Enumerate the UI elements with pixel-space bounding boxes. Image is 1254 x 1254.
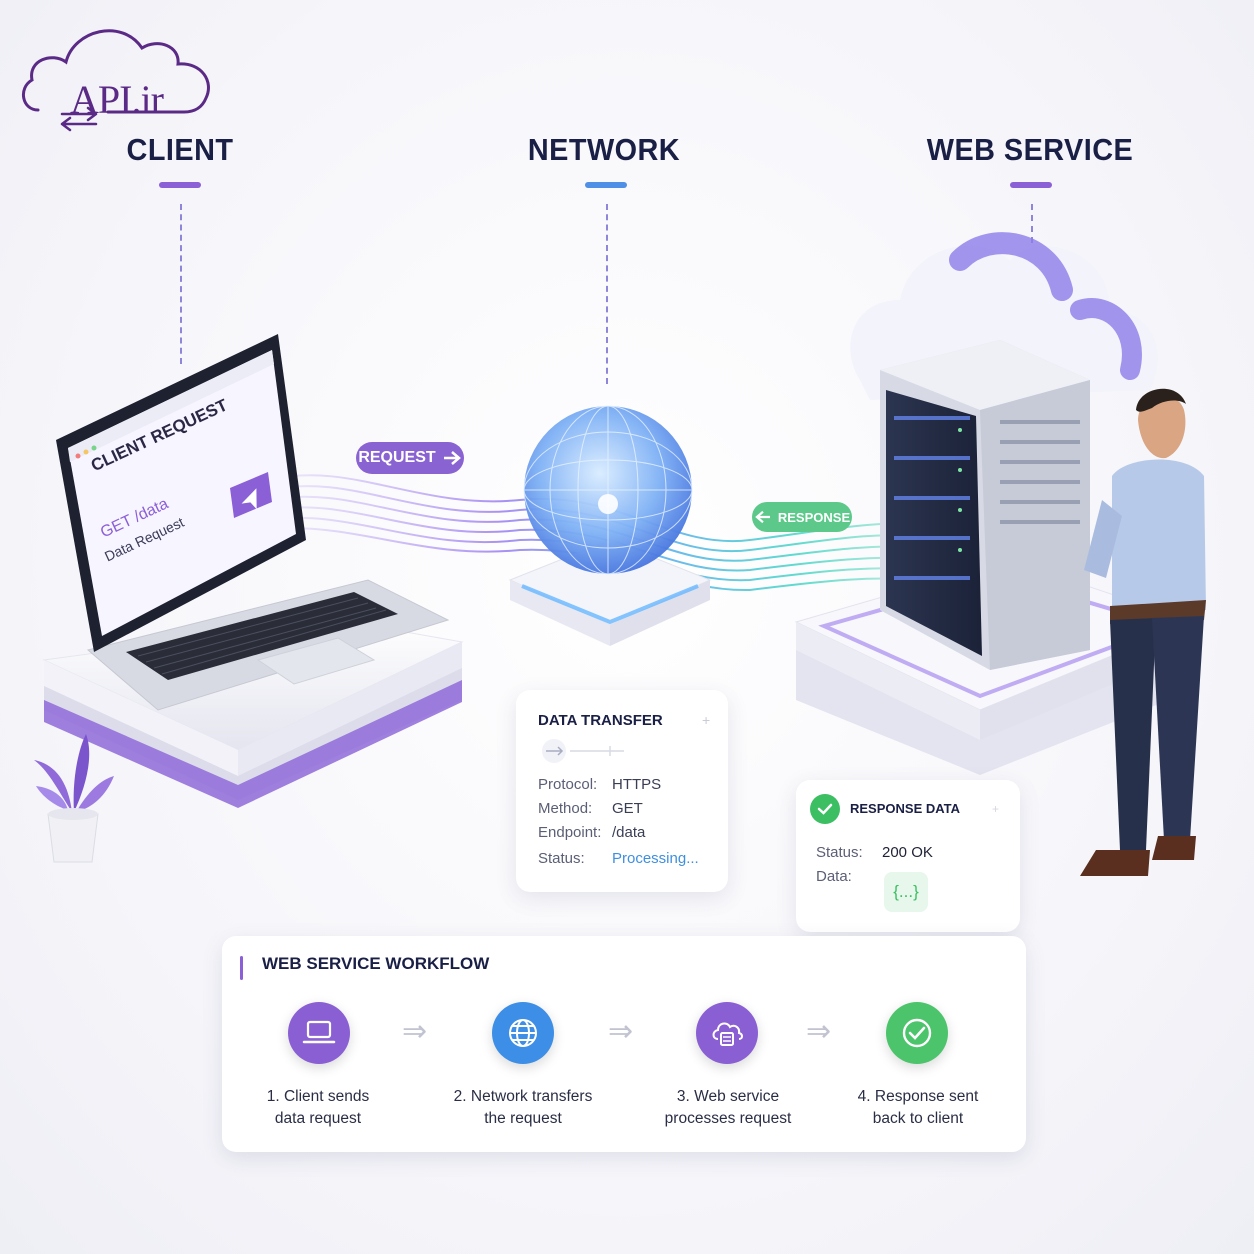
network-globe-illustration <box>508 405 712 646</box>
cloud-exchange-icon <box>22 29 210 132</box>
logo-text: API.ir <box>70 77 164 122</box>
web-service-connector-line <box>1031 204 1033 254</box>
step-3-label: 3. Web service processes request <box>664 1088 792 1127</box>
response-label-text: RESPONSE <box>777 509 851 525</box>
response-data-card: RESPONSE DATA + Status: 200 OK Data: {..… <box>796 780 1020 932</box>
step-arrow-3-icon: ⇒ <box>806 1015 832 1048</box>
network-title-underline <box>585 182 627 188</box>
step-4-label: 4. Response sent back to client <box>857 1088 979 1127</box>
step-arrow-1-icon: ⇒ <box>402 1015 428 1048</box>
step-1-label: 1. Client sends data request <box>266 1088 370 1127</box>
workflow-card: WEB SERVICE WORKFLOW 1. Client sends dat… <box>222 936 1026 1152</box>
api-logo: API.ir <box>18 18 214 136</box>
workflow-title-accent <box>240 956 243 980</box>
response-status-value: 200 OK <box>882 844 933 861</box>
method-value: GET <box>612 800 643 817</box>
response-data-title: RESPONSE DATA <box>850 801 961 816</box>
request-label-text: REQUEST <box>358 449 436 466</box>
check-circle-icon <box>810 794 840 824</box>
arrow-right-icon <box>443 451 461 465</box>
workflow-title: WEB SERVICE WORKFLOW <box>262 954 490 973</box>
protocol-key: Protocol: <box>538 776 598 793</box>
endpoint-value: /data <box>612 824 646 841</box>
status-value: Processing... <box>612 850 699 867</box>
endpoint-key: Endpoint: <box>538 824 602 841</box>
step-2-globe-icon <box>492 1002 554 1064</box>
response-status-key: Status: <box>816 844 863 861</box>
plant-decoration <box>34 734 114 863</box>
network-title: NETWORK <box>527 132 681 167</box>
data-transfer-title: DATA TRANSFER <box>538 712 663 729</box>
json-data-badge: {...} <box>884 872 928 912</box>
expand-icon[interactable]: + <box>702 712 711 728</box>
client-connector-line <box>180 204 182 364</box>
transfer-link-icon <box>542 739 624 763</box>
response-data-key: Data: <box>816 868 852 885</box>
request-label: REQUEST <box>356 442 464 474</box>
step-3-cloud-server-icon <box>696 1002 758 1064</box>
paper-plane-icon[interactable] <box>234 484 268 518</box>
protocol-value: HTTPS <box>612 776 662 793</box>
developer-person-illustration <box>1080 388 1206 876</box>
network-connector-line <box>606 204 608 384</box>
response-label: RESPONSE <box>752 502 852 532</box>
data-transfer-card: DATA TRANSFER + Protocol: HTTPS Method: … <box>516 690 728 892</box>
step-arrow-2-icon: ⇒ <box>608 1015 634 1048</box>
step-4-check-circle-icon <box>886 1002 948 1064</box>
arrow-left-icon <box>755 510 770 524</box>
status-key: Status: <box>538 850 585 867</box>
step-2-label: 2. Network transfers the request <box>453 1088 593 1127</box>
client-title: CLIENT <box>126 132 234 167</box>
step-1-laptop-icon <box>288 1002 350 1064</box>
web-service-title-underline <box>1010 182 1052 188</box>
web-service-title: WEB SERVICE <box>926 132 1134 167</box>
response-expand-icon[interactable]: + <box>992 802 1000 816</box>
client-title-underline <box>159 182 201 188</box>
web-service-server-illustration <box>794 232 1196 775</box>
client-laptop-illustration <box>42 334 464 808</box>
method-key: Method: <box>538 800 593 817</box>
